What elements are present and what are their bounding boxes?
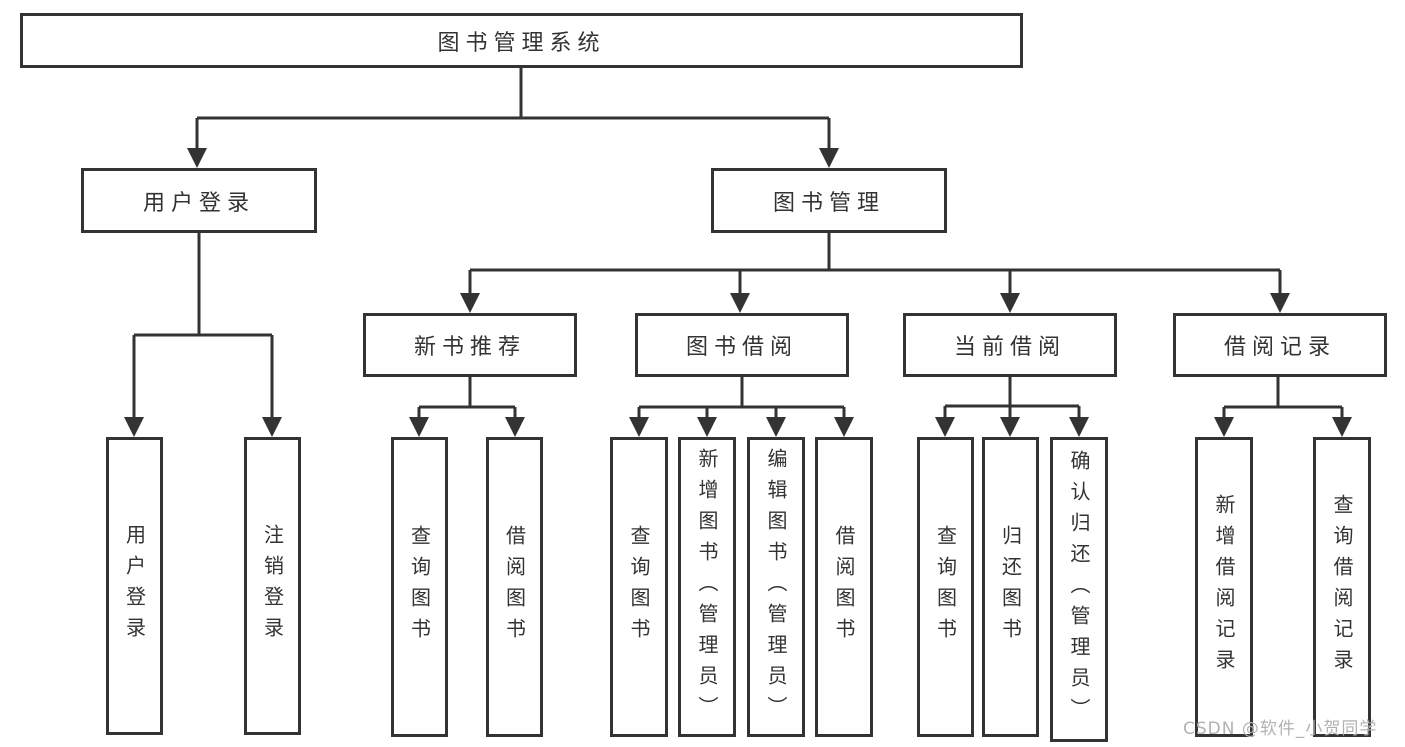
arrow-down-icon (409, 417, 429, 437)
node-current-borrow: 当前借阅 (903, 313, 1117, 377)
arrow-down-icon (834, 417, 854, 437)
leaf-add-book-admin: 新增图书（管理员） (678, 437, 736, 737)
leaf-add-borrow-record: 新增借阅记录 (1195, 437, 1253, 737)
node-user-login: 用户登录 (81, 168, 317, 233)
arrow-down-icon (262, 417, 282, 437)
arrow-down-icon (124, 417, 144, 437)
leaf-logout: 注销登录 (244, 437, 301, 735)
leaf-query-books-1: 查询图书 (391, 437, 448, 737)
connector-current-borrow-children (943, 377, 1081, 421)
arrow-down-icon (730, 293, 750, 313)
leaf-query-borrow-record: 查询借阅记录 (1313, 437, 1371, 737)
node-new-book-recommend: 新书推荐 (363, 313, 577, 377)
leaf-edit-book-admin: 编辑图书（管理员） (747, 437, 805, 737)
arrow-down-icon (629, 417, 649, 437)
connector-root-to-level2 (195, 68, 831, 152)
arrow-down-icon (1270, 293, 1290, 313)
arrow-down-icon (1069, 417, 1089, 437)
arrow-down-icon (1214, 417, 1234, 437)
leaf-user-login: 用户登录 (106, 437, 163, 735)
leaf-return-book: 归还图书 (982, 437, 1039, 737)
connector-borrow-records-children (1222, 377, 1344, 421)
leaf-query-books-2: 查询图书 (610, 437, 668, 737)
connector-book-borrow-children (637, 377, 846, 421)
arrow-down-icon (766, 417, 786, 437)
arrow-down-icon (1000, 417, 1020, 437)
arrow-down-icon (187, 148, 207, 168)
arrow-down-icon (697, 417, 717, 437)
leaf-borrow-books-2: 借阅图书 (815, 437, 873, 737)
node-book-management: 图书管理 (711, 168, 947, 233)
leaf-confirm-return-admin: 确认归还（管理员） (1050, 437, 1108, 742)
csdn-watermark: CSDN @软件_小贺同学 (1183, 719, 1378, 739)
arrow-down-icon (819, 148, 839, 168)
arrow-down-icon (505, 417, 525, 437)
arrow-down-icon (460, 293, 480, 313)
node-root-library-system: 图书管理系统 (20, 13, 1023, 68)
arrow-down-icon (1000, 293, 1020, 313)
node-borrow-records: 借阅记录 (1173, 313, 1387, 377)
leaf-query-books-3: 查询图书 (917, 437, 974, 737)
node-book-borrow: 图书借阅 (635, 313, 849, 377)
arrow-down-icon (935, 417, 955, 437)
connector-book-management-children (468, 233, 1282, 297)
leaf-borrow-books-1: 借阅图书 (486, 437, 543, 737)
connector-user-login-children (132, 233, 274, 421)
connector-new-book-children (417, 377, 517, 421)
arrow-down-icon (1332, 417, 1352, 437)
